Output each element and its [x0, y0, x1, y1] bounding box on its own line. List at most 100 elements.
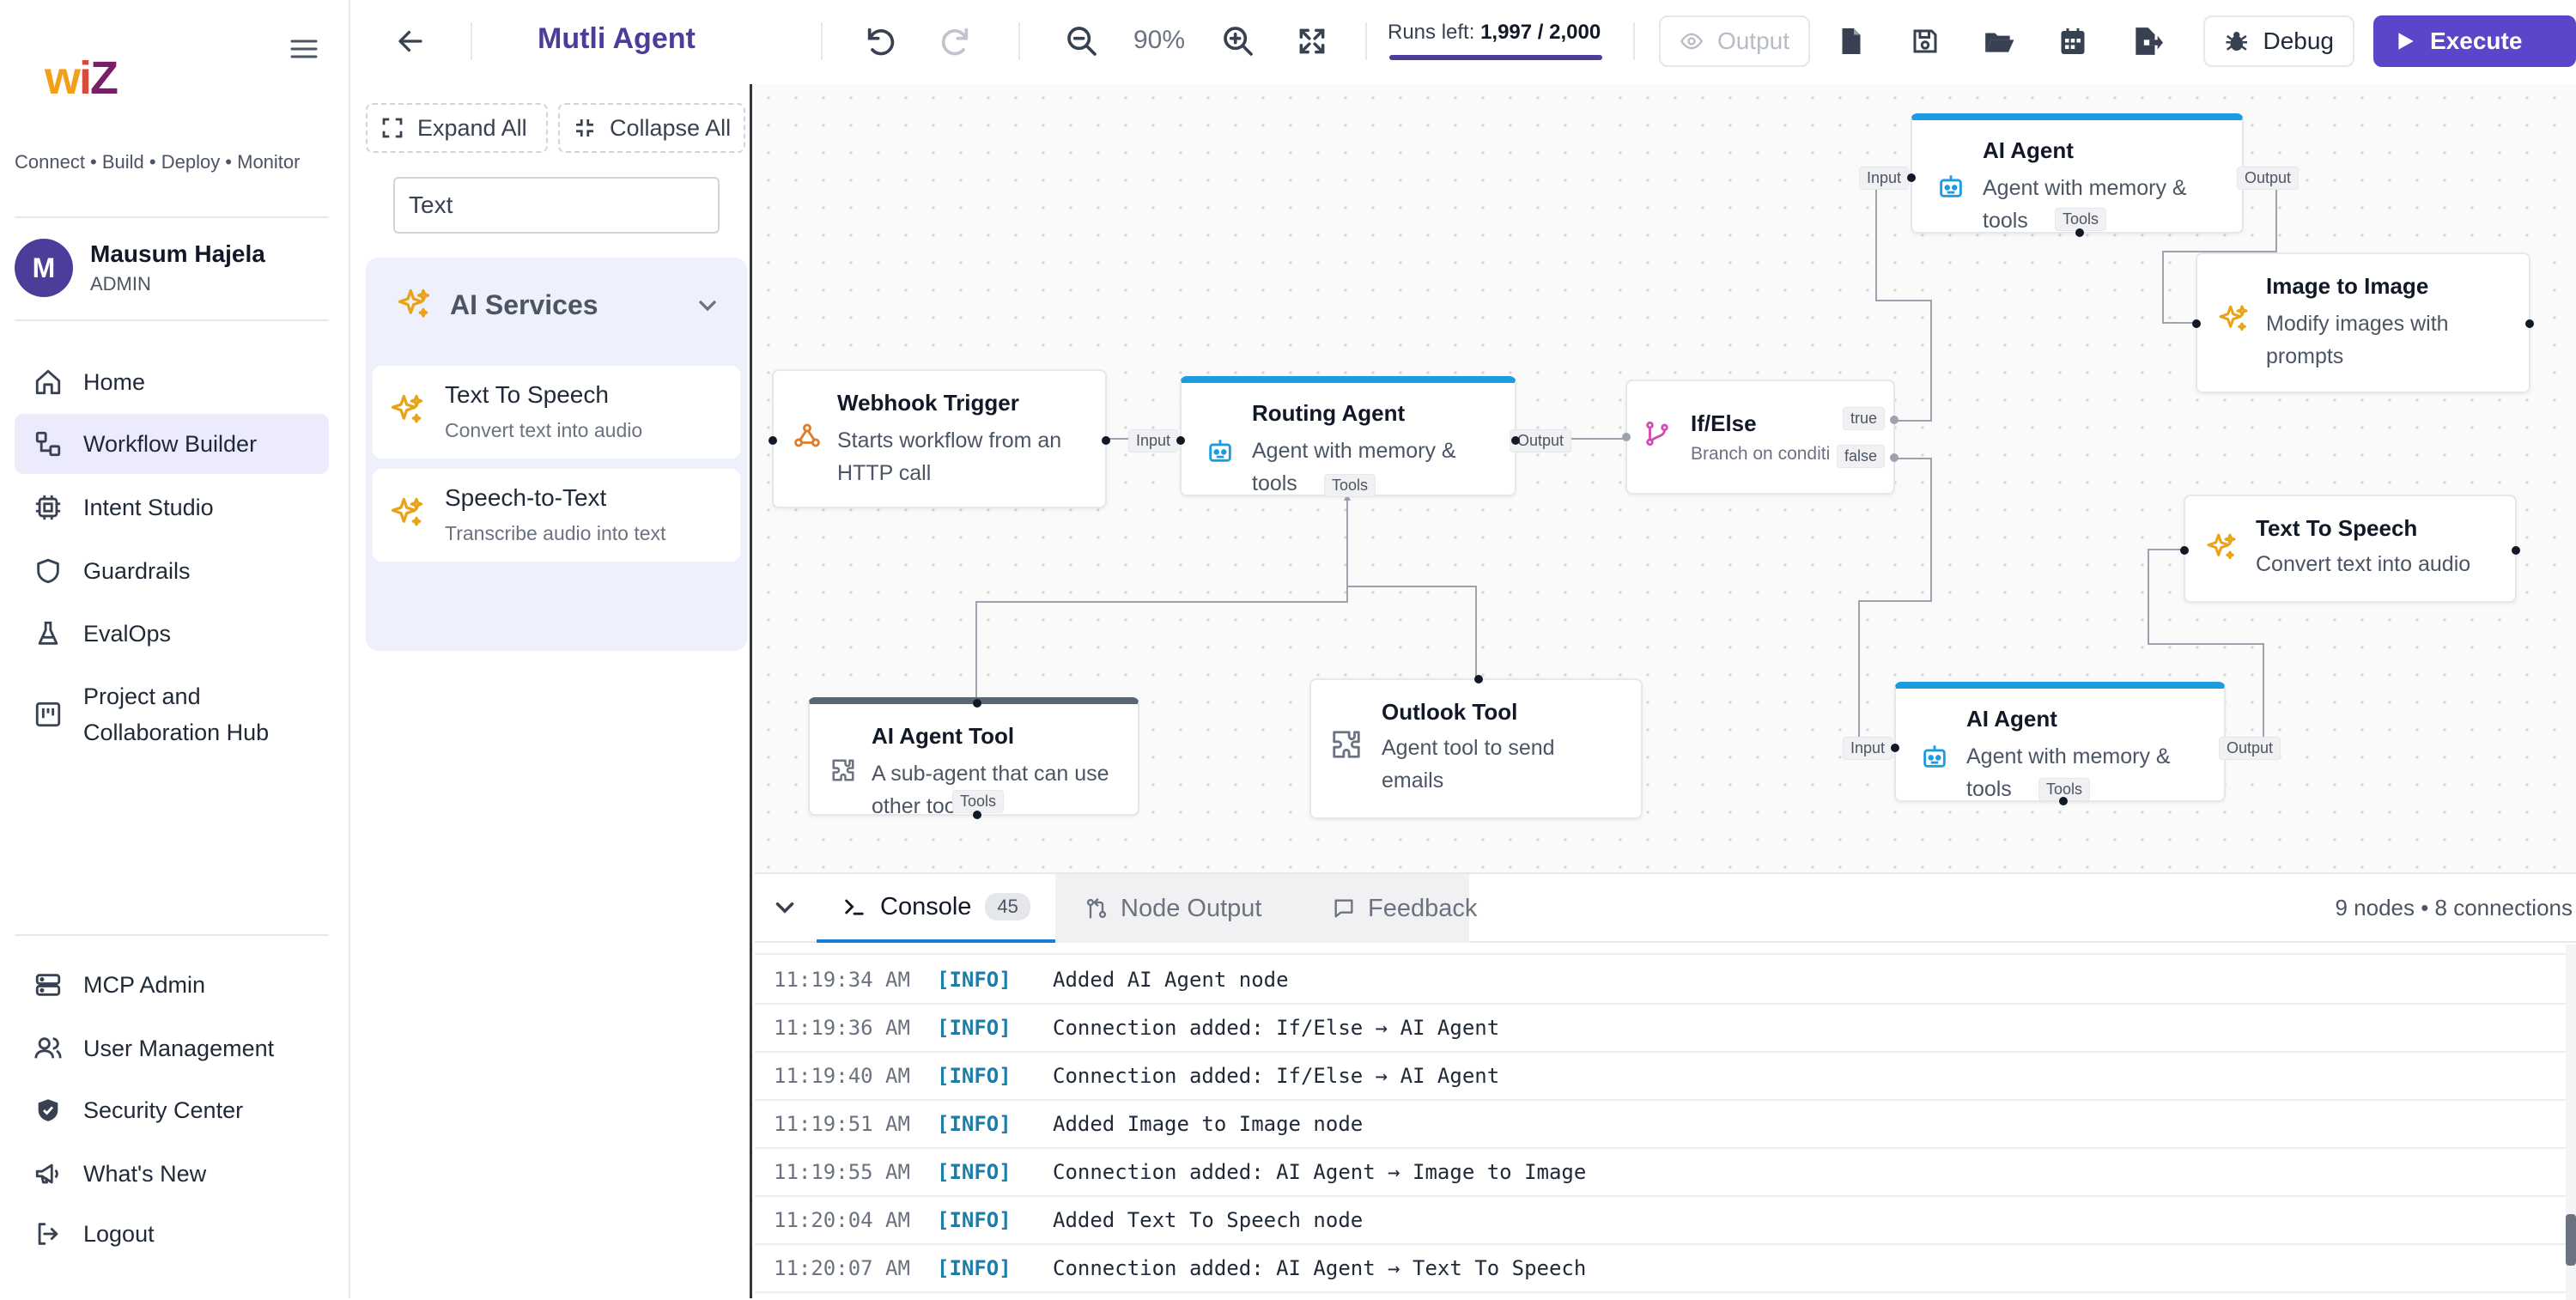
- true-port[interactable]: [1890, 416, 1899, 424]
- log-level: [INFO]: [937, 1256, 1012, 1280]
- node-title: AI Agent Tool: [872, 723, 1015, 749]
- output-port[interactable]: [1102, 436, 1110, 445]
- log-row: 11:19:40 AM[INFO]Connection added: If/El…: [755, 1053, 2567, 1101]
- node-routing-agent[interactable]: Routing Agent Agent with memory &tools I…: [1128, 376, 1571, 497]
- collapse-all-button[interactable]: Collapse All: [558, 103, 745, 153]
- collapse-console-button[interactable]: [770, 893, 799, 922]
- tools-port[interactable]: [2059, 797, 2068, 805]
- log-row-partial: [755, 945, 2567, 955]
- menu-toggle-icon[interactable]: [289, 36, 319, 62]
- output-port[interactable]: [2525, 319, 2534, 328]
- input-port[interactable]: [1891, 744, 1899, 752]
- undo-button[interactable]: [857, 17, 905, 65]
- true-branch-label: true: [1842, 407, 1885, 430]
- output-port[interactable]: [2512, 546, 2520, 555]
- nav-item-logout[interactable]: Logout: [15, 1204, 329, 1264]
- user-profile[interactable]: M Mausum Hajela ADMIN: [15, 239, 341, 297]
- redo-icon: [941, 27, 969, 56]
- nav-item-whats-new[interactable]: What's New: [15, 1144, 329, 1204]
- zoom-in-button[interactable]: [1214, 17, 1262, 65]
- megaphone-icon: [35, 1163, 58, 1184]
- input-port[interactable]: [1907, 173, 1916, 182]
- divider: [1633, 22, 1635, 60]
- fit-view-button[interactable]: [1288, 17, 1336, 65]
- open-folder-button[interactable]: [1975, 17, 2023, 65]
- save-button[interactable]: [1901, 17, 1949, 65]
- sparkles-icon: [2207, 533, 2236, 560]
- expand-all-button[interactable]: Expand All: [366, 103, 548, 153]
- arrowhead: [1344, 494, 1351, 501]
- output-button[interactable]: Output: [1659, 15, 1810, 67]
- nav-item-intent-studio[interactable]: Intent Studio: [15, 477, 329, 538]
- nav-item-project-hub[interactable]: Project and Collaboration Hub: [15, 673, 329, 756]
- input-port[interactable]: [1176, 436, 1185, 445]
- tools-port[interactable]: [973, 811, 981, 819]
- log-message: Connection added: If/Else → AI Agent: [1053, 1064, 1500, 1088]
- tab-node-output[interactable]: Node Output: [1084, 874, 1261, 943]
- node-title: If/Else: [1691, 410, 1757, 436]
- new-file-button[interactable]: [1827, 17, 1875, 65]
- input-port[interactable]: [2180, 546, 2189, 555]
- tool-output-port[interactable]: [973, 699, 981, 708]
- nav-label: What's New: [83, 1160, 207, 1187]
- nav-item-home[interactable]: Home: [15, 352, 329, 412]
- redo-button[interactable]: [931, 17, 979, 65]
- node-title: Outlook Tool: [1382, 699, 1518, 725]
- robot-icon: [1209, 440, 1231, 462]
- input-port[interactable]: [769, 436, 777, 445]
- zoom-out-button[interactable]: [1058, 17, 1106, 65]
- console-count-badge: 45: [985, 893, 1030, 920]
- logout-icon: [38, 1223, 58, 1245]
- node-title: AI Agent: [1966, 706, 2057, 732]
- export-button[interactable]: [2123, 17, 2171, 65]
- output-port[interactable]: [1511, 436, 1520, 445]
- node-item-subtitle: Transcribe audio into text: [445, 522, 666, 544]
- workflow-icon: [35, 431, 61, 457]
- console-scrollbar[interactable]: [2566, 945, 2576, 1300]
- nav-item-workflow-builder[interactable]: Workflow Builder: [15, 414, 329, 474]
- nav-item-mcp-admin[interactable]: MCP Admin: [15, 955, 329, 1015]
- nav-label: EvalOps: [83, 620, 172, 647]
- tab-feedback[interactable]: Feedback: [1332, 874, 1477, 943]
- tool-output-port[interactable]: [1474, 675, 1483, 683]
- wiz-logo[interactable]: wiZ: [45, 52, 118, 104]
- node-if-else[interactable]: If/Else Branch on conditi true false: [1622, 380, 1899, 495]
- file-export-icon: [2136, 27, 2163, 55]
- node-item-text-to-speech[interactable]: Text To Speech Convert text into audio: [373, 366, 740, 459]
- nav-item-user-management[interactable]: User Management: [15, 1018, 329, 1078]
- node-ai-agent-top[interactable]: AI Agent Agent with memory &tools Input …: [1859, 113, 2299, 237]
- nav-item-guardrails[interactable]: Guardrails: [15, 541, 329, 601]
- tools-port[interactable]: [2075, 228, 2084, 237]
- sparkles-icon: [391, 497, 423, 526]
- input-handle-label: Input: [1859, 167, 1910, 190]
- node-ai-agent-bottom[interactable]: AI Agent Agent with memory &tools Input …: [1843, 682, 2281, 805]
- log-level: [INFO]: [937, 1016, 1012, 1040]
- node-item-speech-to-text[interactable]: Speech-to-Text Transcribe audio into tex…: [373, 469, 740, 562]
- schedule-button[interactable]: [2049, 17, 2097, 65]
- workflow-title[interactable]: Mutli Agent: [538, 22, 696, 55]
- play-icon: [2398, 33, 2414, 50]
- users-icon: [34, 1037, 62, 1059]
- execute-button[interactable]: Execute: [2373, 15, 2576, 67]
- input-port[interactable]: [2192, 319, 2201, 328]
- node-text-to-speech[interactable]: Text To Speech Convert text into audio: [2180, 495, 2520, 603]
- nav-item-evalops[interactable]: EvalOps: [15, 604, 329, 664]
- input-port[interactable]: [1622, 433, 1631, 441]
- log-row: 11:19:36 AM[INFO]Connection added: If/El…: [755, 1005, 2567, 1053]
- node-search-input[interactable]: [393, 177, 720, 234]
- category-header[interactable]: AI Services: [366, 258, 747, 352]
- debug-button[interactable]: Debug: [2203, 15, 2354, 67]
- scrollbar-thumb[interactable]: [2566, 1214, 2576, 1266]
- false-port[interactable]: [1890, 453, 1899, 462]
- divider: [821, 22, 823, 60]
- nav-item-security-center[interactable]: Security Center: [15, 1080, 329, 1140]
- back-button[interactable]: [386, 17, 434, 65]
